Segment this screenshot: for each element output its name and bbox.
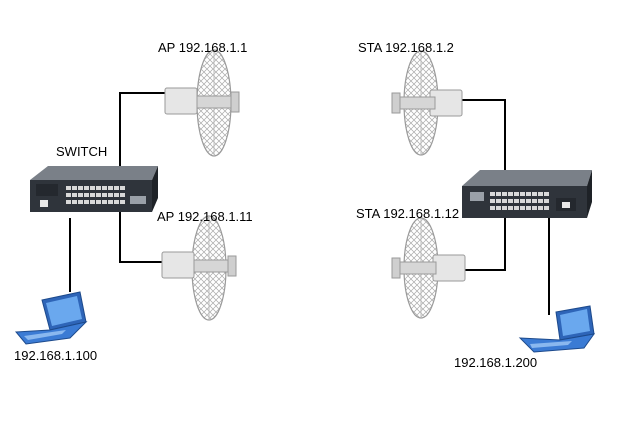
cable-sta2-switch-right <box>465 212 506 271</box>
antenna-sta1-icon <box>391 50 463 156</box>
label-ap1: AP 192.168.1.1 <box>158 40 248 55</box>
label-sta2: STA 192.168.1.12 <box>356 206 460 221</box>
cable-sta1-switch-right <box>462 99 506 200</box>
label-sta1: STA 192.168.1.2 <box>358 40 454 55</box>
switch-left-icon <box>30 166 158 212</box>
cable-switch-ap2 <box>119 212 162 263</box>
label-ap2: AP 192.168.1.11 <box>157 209 253 224</box>
label-laptop-right: 192.168.1.200 <box>454 355 538 370</box>
cables <box>69 92 550 315</box>
label-switch: SWITCH <box>56 144 108 159</box>
switch-right-icon <box>462 170 592 218</box>
cable-switch-ap1 <box>119 92 165 188</box>
laptop-right-icon <box>518 305 596 353</box>
laptop-left-icon <box>14 291 88 345</box>
antenna-sta2-icon <box>391 217 466 319</box>
antenna-ap1-icon <box>164 49 240 157</box>
antenna-ap2-icon <box>161 215 237 321</box>
label-laptop-left: 192.168.1.100 <box>14 348 98 363</box>
